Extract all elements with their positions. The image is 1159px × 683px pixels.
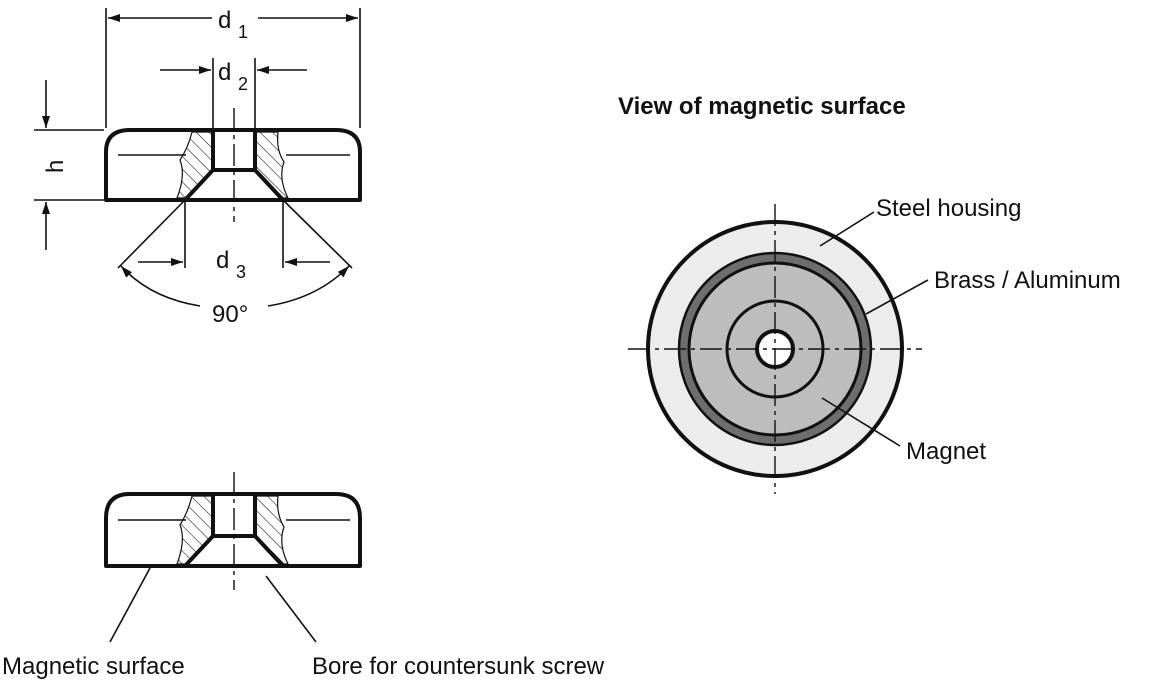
- dim-d2-subscript: 2: [238, 74, 248, 94]
- housing-outline: [104, 128, 362, 202]
- dim-d3-subscript: 3: [236, 262, 246, 282]
- angle-label: 90°: [212, 301, 248, 328]
- surface-view-title: View of magnetic surface: [618, 93, 906, 120]
- bore-label: Bore for countersunk screw: [312, 653, 605, 680]
- dim-d1-label: d: [218, 7, 231, 34]
- housing-outline-bottom: [104, 492, 362, 568]
- dim-d3-label: d: [216, 247, 229, 274]
- hatched-section-left: [176, 131, 214, 199]
- brass-aluminum-label: Brass / Aluminum: [934, 267, 1121, 294]
- hatched-section-left-bottom: [176, 495, 214, 565]
- dim-h-label: h: [42, 160, 69, 173]
- dim-d1-subscript: 1: [238, 22, 248, 42]
- hatched-section-right-bottom: [254, 495, 289, 565]
- steel-housing-label: Steel housing: [876, 195, 1021, 222]
- magnetic-surface-label: Magnetic surface: [2, 653, 185, 680]
- countersunk-bore: [183, 130, 285, 202]
- dim-d2-label: d: [218, 59, 231, 86]
- section-view-dimensioned: d 1 d 2 h d 3 90°: [34, 7, 362, 328]
- hatched-section-right: [254, 131, 289, 199]
- magnet-label: Magnet: [906, 438, 986, 465]
- section-view-labeled: Magnetic surface Bore for countersunk sc…: [2, 472, 605, 680]
- magnetic-surface-view: View of magnetic surface Steel housing B…: [618, 93, 1121, 494]
